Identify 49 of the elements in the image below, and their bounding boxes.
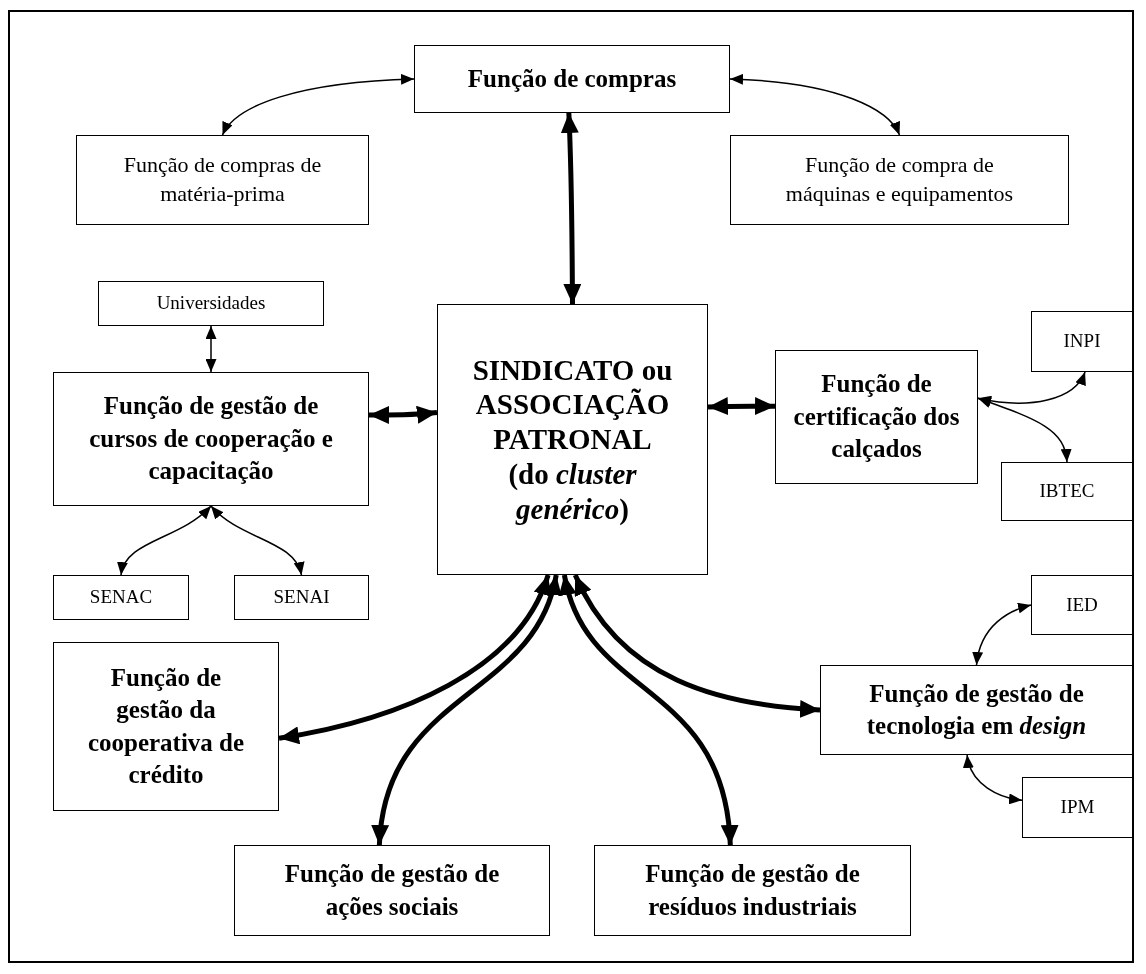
double-arrow (278, 574, 551, 744)
process-box (1031, 575, 1133, 635)
box-label: Função de compra de máquinas e equipamentos (784, 151, 1015, 208)
double-arrow (972, 603, 1032, 666)
box-label: Função de compras de matéria-prima (122, 151, 323, 208)
box-label: Função de certificação dos calçados (792, 369, 961, 465)
box-label: Função de gestão de tecnologia em design (865, 678, 1088, 741)
box-label: Função de compras (466, 63, 678, 94)
box-label: SINDICATO ou ASSOCIAÇÃO PATRONAL (do cluster genérico) (471, 352, 674, 527)
box-label: Função de gestão de ações sociais (283, 859, 501, 922)
box-label: Função de gestão de resíduos industriais (644, 859, 861, 922)
process-box (1031, 311, 1133, 372)
double-arrow (963, 754, 1023, 804)
process-box (234, 845, 550, 936)
process-box (1001, 462, 1133, 521)
box-label: IED (1065, 593, 1099, 617)
process-box (775, 350, 978, 484)
box-label: Função de gestão de cursos de cooperação e capacitação (88, 391, 334, 487)
double-arrow (572, 573, 821, 718)
double-arrow (205, 325, 217, 373)
box-label: SENAC (88, 586, 154, 609)
box-label: IPM (1059, 796, 1096, 819)
double-arrow (707, 397, 776, 416)
process-box (414, 45, 730, 113)
process-box (1022, 777, 1133, 838)
process-box (730, 135, 1069, 225)
box-label: Universidades (155, 292, 267, 315)
process-box (98, 281, 324, 326)
process-box (76, 135, 369, 225)
double-arrow (369, 405, 438, 424)
double-arrow (560, 574, 738, 846)
box-label: IBTEC (1038, 480, 1096, 503)
double-arrow (221, 74, 415, 136)
double-arrow (210, 505, 303, 576)
box-label: INPI (1062, 330, 1102, 353)
process-box (437, 304, 708, 575)
box-label: Função de gestão da cooperativa de crédito (86, 662, 246, 790)
box-label: SENAI (272, 586, 331, 609)
process-box (53, 372, 369, 506)
process-box (594, 845, 911, 936)
process-box (234, 575, 369, 620)
process-box (820, 665, 1133, 755)
double-arrow (729, 74, 901, 136)
process-box (53, 642, 279, 811)
double-arrow (977, 397, 1071, 463)
double-arrow (372, 574, 560, 846)
process-box (53, 575, 189, 620)
double-arrow (560, 112, 582, 304)
double-arrow (118, 505, 212, 576)
